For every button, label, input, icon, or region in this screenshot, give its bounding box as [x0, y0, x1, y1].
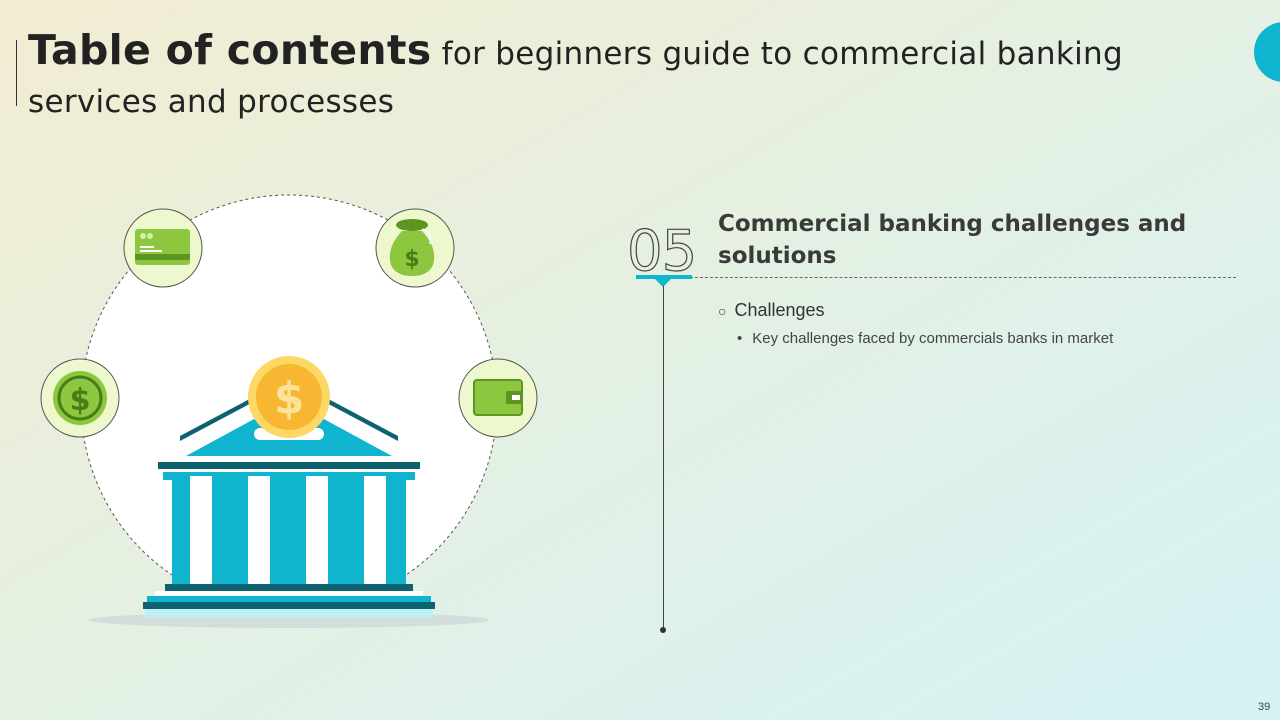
svg-text:$: $: [70, 383, 91, 418]
corner-decoration: [1254, 22, 1280, 82]
dollar-coin-icon: $: [40, 358, 120, 438]
timeline-end-dot: [660, 627, 666, 633]
banking-illustration: $ $ $: [40, 194, 538, 628]
svg-text:$: $: [404, 247, 419, 272]
page-title: Table of contents for beginners guide to…: [28, 26, 1188, 126]
page-title-strong: Table of contents: [28, 26, 432, 74]
circle-bullet-icon: ○: [718, 303, 727, 319]
sub-item-challenges[interactable]: ○ Challenges: [718, 299, 825, 322]
section-marker-arrow: [655, 279, 671, 287]
credit-card-icon: [123, 208, 203, 288]
bullet-item-label: Key challenges faced by commercials bank…: [752, 330, 1114, 347]
money-bag-icon: $: [375, 208, 455, 288]
section-title: Commercial banking challenges and soluti…: [718, 211, 1187, 269]
bullet-item[interactable]: • Key challenges faced by commercials ban…: [737, 329, 1113, 349]
page-number: 39: [1258, 701, 1271, 713]
section-marker-bar: [636, 275, 692, 279]
section-divider: [690, 277, 1236, 278]
gold-coin-icon: $: [248, 356, 330, 438]
title-accent-line: [16, 40, 17, 106]
section-number: 05: [626, 219, 697, 284]
wallet-icon: [458, 358, 538, 438]
timeline-line: [663, 286, 664, 630]
page-title-rest: for beginners guide to commercial bankin…: [28, 36, 1123, 120]
bullet-dot-icon: •: [737, 330, 743, 347]
sub-item-label: Challenges: [734, 300, 825, 320]
svg-text:$: $: [274, 373, 305, 424]
